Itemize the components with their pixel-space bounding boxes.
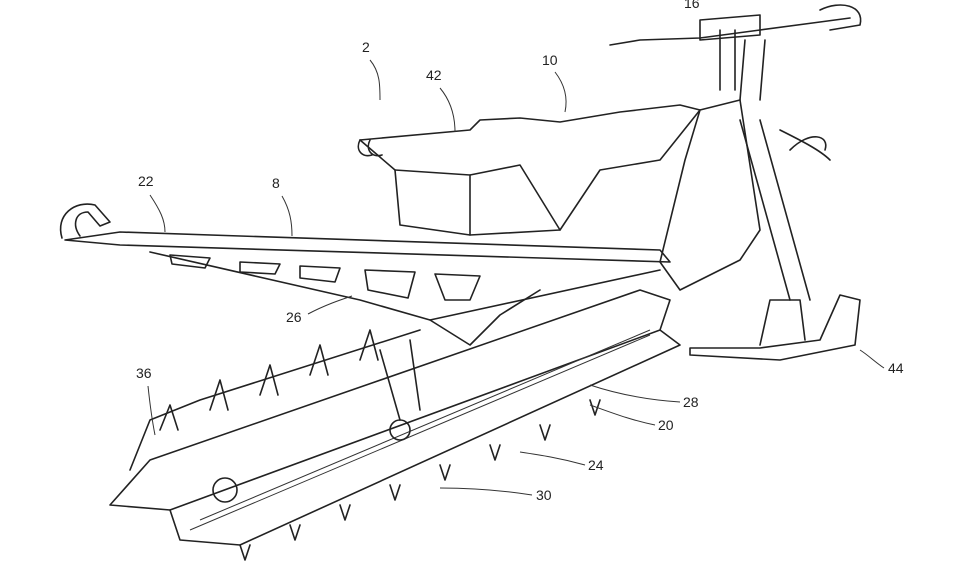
rail-frame <box>59 203 671 346</box>
label-44: 44 <box>888 360 904 376</box>
label-10: 10 <box>542 52 558 68</box>
label-30: 30 <box>536 487 552 503</box>
label-8: 8 <box>272 175 280 191</box>
label-28: 28 <box>683 394 699 410</box>
leader-2 <box>369 59 381 101</box>
label-22: 22 <box>138 173 154 189</box>
label-20: 20 <box>658 417 674 433</box>
label-42: 42 <box>426 67 442 83</box>
label-26: 26 <box>286 309 302 325</box>
label-24: 24 <box>588 457 604 473</box>
label-16: 16 <box>684 0 700 11</box>
label-2: 2 <box>362 39 370 55</box>
label-36: 36 <box>136 365 152 381</box>
track <box>109 289 681 561</box>
front-frame <box>609 4 862 301</box>
ski <box>689 294 861 361</box>
reference-numerals: 2 42 10 16 22 8 26 36 28 20 24 30 44 <box>136 0 904 503</box>
seat <box>357 104 701 236</box>
